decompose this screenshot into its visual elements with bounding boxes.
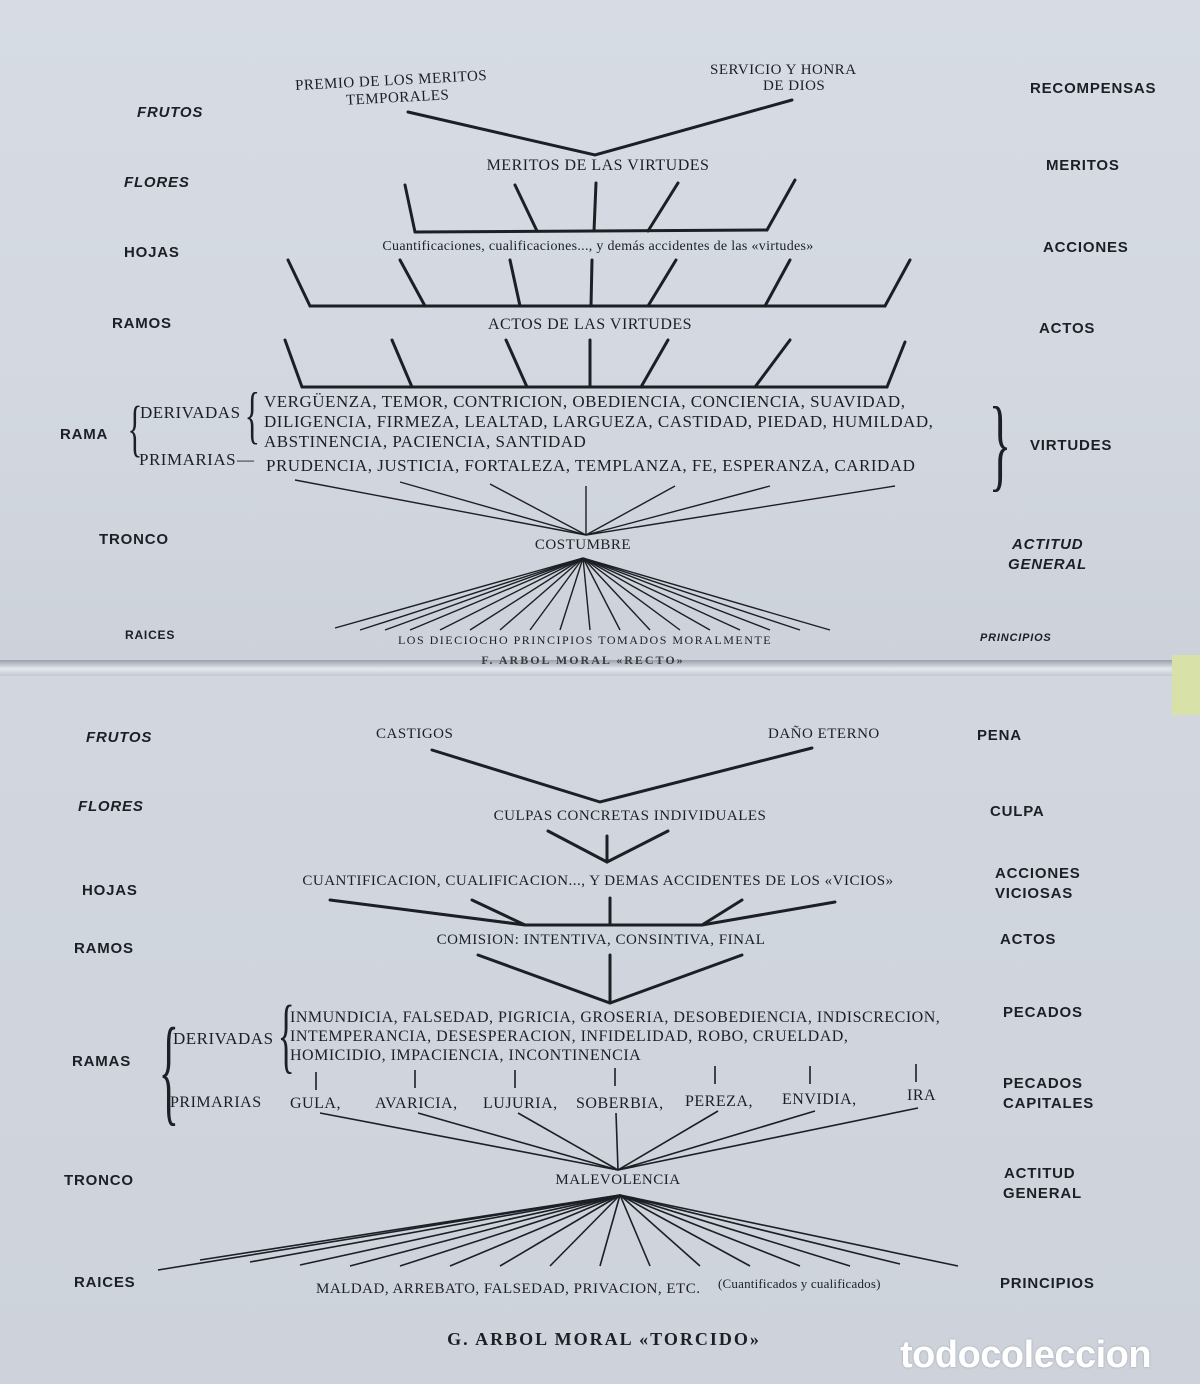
- top-trunk-text: COSTUMBRE: [534, 537, 632, 553]
- top-twigs-text: ACTOS DE LAS VIRTUDES: [487, 316, 693, 333]
- bottom-label-pecados-capitales-2: CAPITALES: [1003, 1095, 1095, 1112]
- top-label-principios: PRINCIPIOS: [980, 632, 1052, 644]
- bottom-label-actitud: ACTITUD: [1004, 1165, 1076, 1182]
- bottom-derivadas-line-2: INTEMPERANCIA, DESESPERACION, INFIDELIDA…: [290, 1028, 849, 1045]
- bottom-caption: G. ARBOL MORAL «TORCIDO»: [447, 1329, 761, 1349]
- bottom-label-acciones: ACCIONES: [995, 865, 1081, 882]
- top-right-brace: }: [988, 386, 1012, 501]
- top-fruit-right-1: SERVICIO Y HONRA: [710, 62, 857, 78]
- bottom-roots-text: MALDAD, ARREBATO, FALSEDAD, PRIVACION, E…: [316, 1281, 701, 1297]
- bottom-label-pena: PENA: [977, 727, 1022, 744]
- bottom-label-pecados: PECADOS: [1003, 1004, 1083, 1021]
- top-label-general: GENERAL: [1008, 556, 1087, 573]
- top-label-recompensas: RECOMPENSAS: [1030, 80, 1157, 97]
- bottom-label-frutos: FRUTOS: [86, 729, 153, 746]
- bottom-primarias-label: PRIMARIAS: [170, 1094, 262, 1111]
- bottom-derivadas-brace: {: [277, 989, 295, 1082]
- top-label-ramos: RAMOS: [112, 315, 172, 332]
- bottom-label-general: GENERAL: [1003, 1185, 1082, 1202]
- bottom-label-flores: FLORES: [78, 798, 144, 815]
- bottom-fruits-v: [430, 746, 814, 804]
- bottom-fruit-right: DAÑO ETERNO: [768, 726, 880, 742]
- top-label-actos: ACTOS: [1039, 320, 1096, 337]
- bottom-leaves-text: CUANTIFICACION, CUALIFICACION..., Y DEMA…: [302, 873, 894, 889]
- top-label-rama: RAMA: [60, 426, 109, 443]
- top-label-tronco: TRONCO: [99, 531, 169, 548]
- watermark-logo: todocoleccion: [900, 1334, 1152, 1376]
- bottom-capital-soberbia: SOBERBIA,: [576, 1095, 664, 1112]
- top-label-meritos: MERITOS: [1046, 157, 1120, 174]
- bottom-label-principios: PRINCIPIOS: [1000, 1275, 1095, 1292]
- bottom-label-raices: RAICES: [74, 1274, 136, 1291]
- bottom-trunk-text: MALEVOLENCIA: [555, 1172, 681, 1188]
- top-primarias-dash: —: [237, 450, 255, 469]
- book-gutter: [0, 660, 1200, 676]
- top-roots-text: LOS DIECIOCHO PRINCIPIOS TOMADOS MORALME…: [397, 633, 773, 647]
- bottom-label-ramas: RAMAS: [72, 1053, 131, 1070]
- top-fruit-right-2: DE DIOS: [763, 78, 826, 94]
- top-label-frutos: FRUTOS: [137, 104, 204, 121]
- top-leaves-text: Cuantificaciones, cualificaciones..., y …: [382, 239, 814, 254]
- top-primarias-line: PRUDENCIA, JUSTICIA, FORTALEZA, TEMPLANZ…: [266, 456, 916, 475]
- bottom-label-hojas: HOJAS: [82, 882, 138, 899]
- bottom-roots-note: (Cuantificados y cualificados): [718, 1276, 881, 1291]
- bottom-label-actos: ACTOS: [1000, 931, 1057, 948]
- top-derivadas-line-1: VERGÜENZA, TEMOR, CONTRICION, OBEDIENCIA…: [264, 392, 906, 411]
- top-label-acciones: ACCIONES: [1043, 239, 1129, 256]
- top-caption: F. ARBOL MORAL «RECTO»: [481, 653, 685, 667]
- top-derivadas-brace: {: [244, 379, 261, 450]
- top-label-hojas: HOJAS: [124, 244, 180, 261]
- top-derivadas-line-2: DILIGENCIA, FIRMEZA, LEALTAD, LARGUEZA, …: [264, 412, 934, 431]
- bottom-left-brace: {: [158, 1003, 179, 1136]
- bottom-twigs-text: COMISION: INTENTIVA, CONSINTIVA, FINAL: [436, 932, 766, 948]
- top-label-raices: RAICES: [125, 628, 176, 642]
- bottom-derivadas-label: DERIVADAS: [173, 1029, 274, 1048]
- bottom-capital-envidia: ENVIDIA,: [782, 1091, 857, 1108]
- bottom-label-pecados-capitales-1: PECADOS: [1003, 1075, 1083, 1092]
- top-flowers-text: MERITOS DE LAS VIRTUDES: [486, 157, 710, 174]
- bottom-capital-gula: GULA,: [290, 1095, 341, 1112]
- bottom-capital-pereza: PEREZA,: [685, 1093, 753, 1110]
- top-left-brace: {: [127, 395, 143, 463]
- top-primarias-label: PRIMARIAS: [139, 450, 237, 469]
- top-label-flores: FLORES: [124, 174, 190, 191]
- bottom-capital-avaricia: AVARICIA,: [375, 1095, 458, 1112]
- bottom-derivadas-line-1: INMUNDICIA, FALSEDAD, PIGRICIA, GROSERIA…: [290, 1009, 941, 1026]
- top-derivadas-line-3: ABSTINENCIA, PACIENCIA, SANTIDAD: [264, 432, 587, 451]
- bottom-derivadas-line-3: HOMICIDIO, IMPACIENCIA, INCONTINENCIA: [290, 1047, 642, 1064]
- bottom-label-culpa: CULPA: [990, 803, 1045, 820]
- top-derivadas-label: DERIVADAS: [140, 403, 241, 422]
- page-top: [0, 0, 1200, 665]
- top-label-virtudes: VIRTUDES: [1030, 437, 1113, 454]
- bottom-capital-ira: IRA: [907, 1087, 937, 1104]
- top-fruits-v: [406, 98, 794, 157]
- bottom-label-ramos: RAMOS: [74, 940, 134, 957]
- bottom-capital-lujuria: LUJURIA,: [483, 1095, 558, 1112]
- top-label-actitud: ACTITUD: [1012, 536, 1084, 553]
- bottom-fruit-left: CASTIGOS: [376, 726, 454, 742]
- page-edge: [1172, 655, 1200, 715]
- bottom-label-viciosas: VICIOSAS: [995, 885, 1074, 902]
- bottom-flowers-text: CULPAS CONCRETAS INDIVIDUALES: [493, 808, 767, 824]
- bottom-label-tronco: TRONCO: [64, 1172, 134, 1189]
